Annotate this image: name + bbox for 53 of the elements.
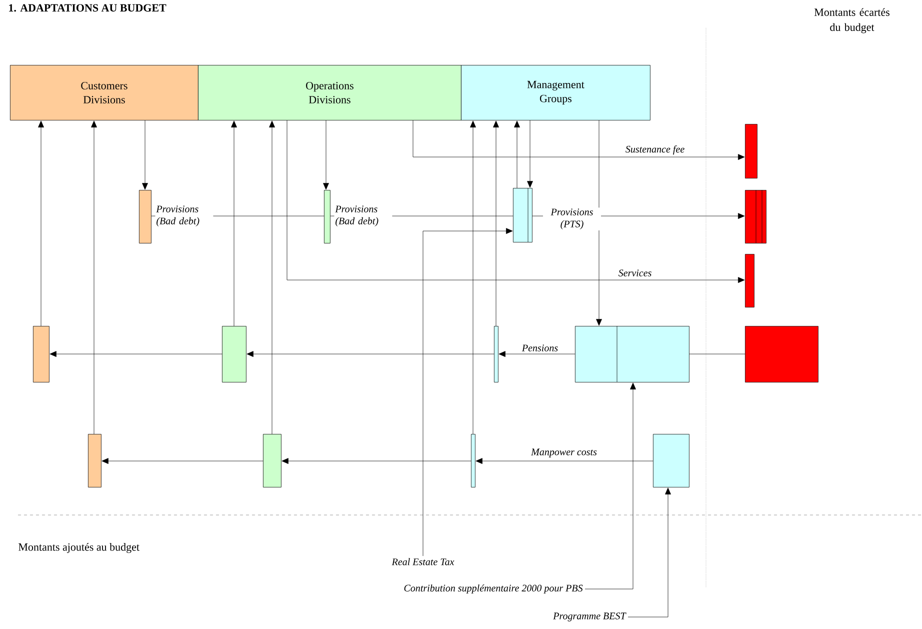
box	[653, 434, 690, 488]
title: 1. ADAPTATIONS AU BUDGET	[9, 4, 166, 12]
box	[575, 326, 690, 382]
edge-label: Services	[618, 270, 652, 276]
box	[263, 434, 282, 488]
box	[324, 190, 330, 244]
box	[139, 190, 152, 244]
arrow	[38, 120, 44, 326]
arrow	[269, 120, 275, 434]
arrow	[282, 458, 472, 464]
edge-label: Provisions (Bad debt)	[334, 204, 392, 228]
header-box: Customers Divisions	[10, 65, 198, 120]
arrow	[476, 458, 654, 464]
note-text: Real Estate Tax	[392, 558, 454, 566]
note-text: Contribution supplémentaire 2000 pour PBS	[404, 584, 583, 594]
arrow	[493, 120, 499, 326]
arrow	[596, 120, 602, 326]
arrow	[498, 351, 576, 357]
side-note: Montants ajoutés au budget	[18, 543, 140, 553]
box	[745, 124, 758, 178]
box	[33, 326, 50, 382]
arrow	[412, 120, 745, 160]
box	[471, 434, 476, 488]
arrow	[628, 488, 671, 618]
box	[494, 326, 498, 382]
arrow	[286, 120, 745, 283]
note-text: Programme BEST	[553, 612, 626, 622]
box	[745, 254, 754, 308]
arrow	[584, 382, 636, 590]
box	[745, 190, 766, 244]
edge-label: Provisions (PTS)	[543, 208, 601, 230]
arrow	[470, 120, 476, 434]
arrow	[50, 351, 222, 357]
arrow	[142, 120, 148, 190]
edge-label: Pensions	[522, 344, 558, 352]
edge-label: Provisions (Bad debt)	[155, 204, 214, 228]
edge-label: Sustenance fee	[626, 145, 684, 155]
box	[513, 188, 532, 242]
arrow	[323, 120, 329, 190]
arrow	[91, 120, 97, 434]
box	[88, 434, 102, 488]
arrow	[246, 351, 494, 357]
header-box: Management Groups	[461, 65, 650, 120]
arrow	[514, 120, 520, 188]
arrow	[102, 458, 264, 464]
edge-label: Manpower costs	[530, 448, 597, 458]
arrow	[231, 120, 237, 326]
arrow	[422, 228, 513, 556]
box	[222, 326, 246, 382]
arrow	[527, 120, 533, 188]
side-note: Montants écartés du budget	[814, 8, 890, 34]
box	[745, 326, 818, 382]
header-box: Operations Divisions	[198, 65, 462, 120]
